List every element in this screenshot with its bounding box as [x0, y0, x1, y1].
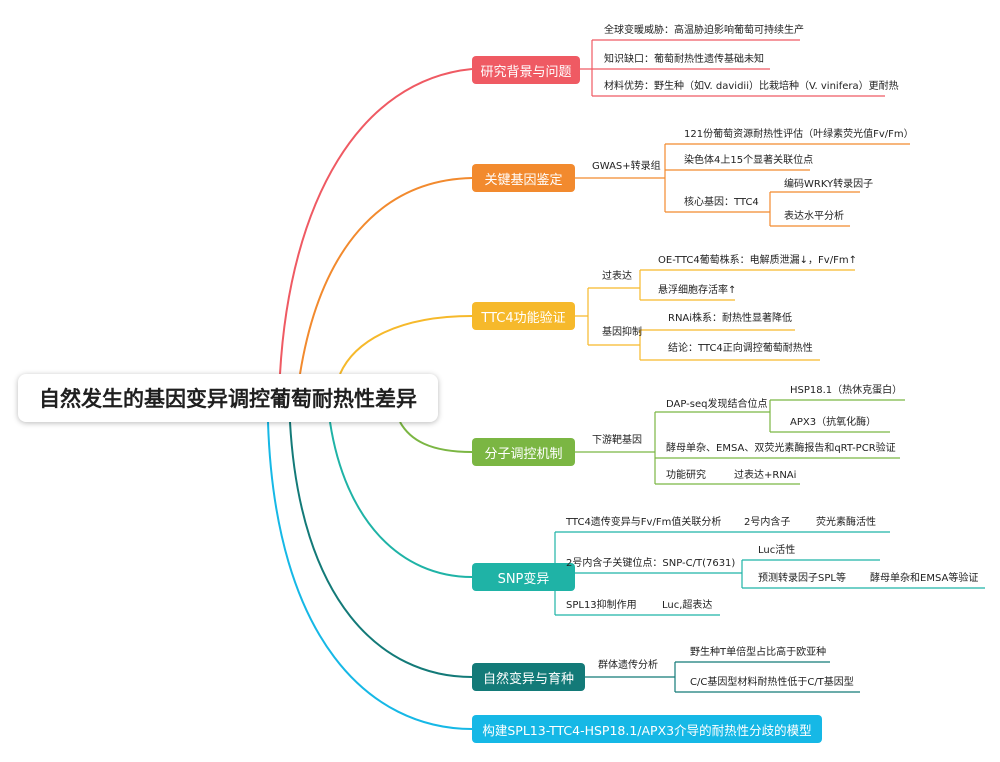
connector-root-b6: [289, 421, 473, 678]
snp-luc-activity: Luc活性: [758, 545, 796, 556]
target-apx3: APX3（抗氧化酶）: [790, 417, 877, 428]
snp-item-3: SPL13抑制作用: [566, 600, 637, 611]
suppression-label: 基因抑制: [602, 327, 642, 338]
downstream-target-label: 下游靶基因: [592, 435, 642, 446]
connector-root-b4: [399, 421, 473, 453]
connector-root-b3: [339, 315, 473, 375]
snp-item-2: 2号内含子关键位点：SNP-C/T(7631): [566, 558, 736, 569]
connector-root-b7: [267, 421, 473, 730]
branch-ttc4-validation[interactable]: TTC4功能验证: [472, 302, 575, 330]
breeding-item-1: 野生种T单倍型占比高于欧亚种: [690, 647, 827, 658]
connector-root-b5: [329, 421, 473, 578]
snp-intron-label: 2号内含子: [744, 517, 791, 528]
background-item-3: 材料优势：野生种（如V. davidii）比栽培种（V. vinifera）更耐…: [604, 81, 899, 92]
overexpression-item-1: OE-TTC4葡萄株系：电解质泄漏↓，Fv/Fm↑: [658, 255, 857, 266]
snp-predict-tf: 预测转录因子SPL等: [758, 573, 846, 584]
branch-gene-identification[interactable]: 关键基因鉴定: [472, 164, 575, 192]
mechanism-item-1: DAP-seq发现结合位点: [666, 399, 768, 410]
branch-breeding[interactable]: 自然变异与育种: [472, 663, 585, 691]
connector-root-b2: [299, 177, 473, 375]
gene-subitem-1: 编码WRKY转录因子: [784, 179, 874, 190]
target-hsp18: HSP18.1（热休克蛋白）: [790, 385, 903, 396]
gene-subitem-2: 表达水平分析: [784, 211, 844, 222]
suppression-item-2: 结论：TTC4正向调控葡萄耐热性: [668, 343, 813, 354]
breeding-item-2: C/C基因型材料耐热性低于C/T基因型: [690, 677, 854, 688]
suppression-item-1: RNAi株系：耐热性显著降低: [668, 313, 793, 324]
population-analysis-label: 群体遗传分析: [598, 660, 658, 671]
snp-luciferase-label: 荧光素酶活性: [816, 517, 876, 528]
mechanism-item-2: 酵母单杂、EMSA、双荧光素酶报告和qRT-PCR验证: [666, 443, 896, 454]
snp-spl-sub: Luc,超表达: [662, 600, 713, 611]
gene-item-3: 核心基因：TTC4: [684, 197, 759, 208]
background-item-2: 知识缺口：葡萄耐热性遗传基础未知: [604, 54, 764, 65]
overexpression-item-2: 悬浮细胞存活率↑: [658, 285, 737, 296]
overexpression-label: 过表达: [602, 271, 632, 282]
branch-background[interactable]: 研究背景与问题: [472, 56, 580, 84]
root-topic: 自然发生的基因变异调控葡萄耐热性差异: [18, 374, 438, 422]
snp-verify: 酵母单杂和EMSA等验证: [870, 573, 979, 584]
branch-snp-variation[interactable]: SNP变异: [472, 563, 575, 591]
gene-item-2: 染色体4上15个显著关联位点: [684, 155, 814, 166]
mechanism-item-3: 功能研究: [666, 470, 706, 481]
branch-molecular-mechanism[interactable]: 分子调控机制: [472, 438, 575, 466]
connector-root-b1: [279, 68, 473, 375]
background-item-1: 全球变暖威胁：高温胁迫影响葡萄可持续生产: [604, 25, 804, 36]
snp-item-1: TTC4遗传变异与Fv/Fm值关联分析: [566, 517, 722, 528]
mechanism-method: 过表达+RNAi: [734, 470, 797, 481]
branch-model[interactable]: 构建SPL13-TTC4-HSP18.1/APX3介导的耐热性分歧的模型: [472, 715, 822, 743]
gwas-label: GWAS+转录组: [592, 161, 661, 172]
gene-item-1: 121份葡萄资源耐热性评估（叶绿素荧光值Fv/Fm）: [684, 129, 914, 140]
